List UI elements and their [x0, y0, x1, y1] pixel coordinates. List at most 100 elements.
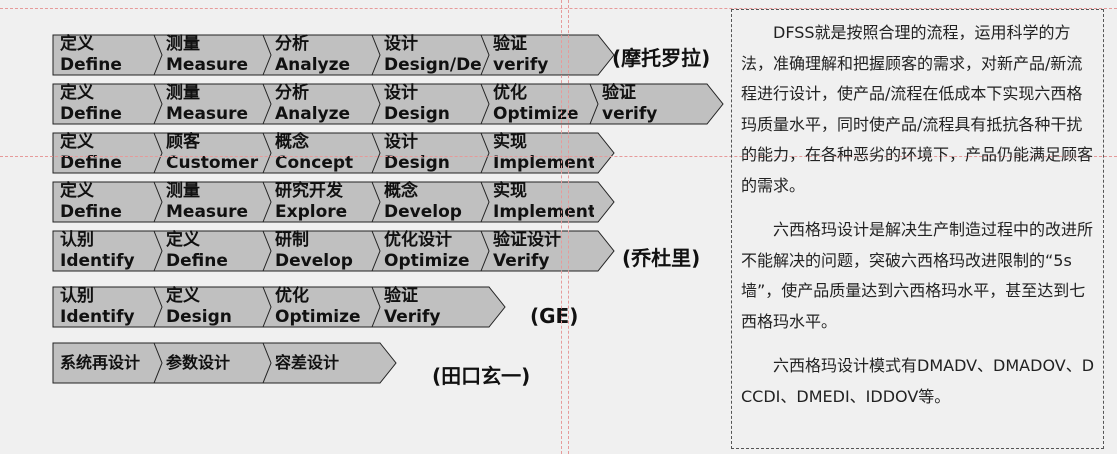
step-label-cn: 认别	[60, 286, 94, 306]
chevron-divider	[480, 181, 490, 223]
step-label-en: Design	[384, 153, 450, 173]
step-label-cn: 测量	[166, 181, 200, 201]
step-label-en: Design	[166, 307, 232, 327]
step-label-en: verify	[602, 104, 658, 124]
step-label-cn: 优化	[275, 286, 309, 306]
chevron-divider	[480, 83, 490, 125]
step-label-cn: 研制	[275, 230, 309, 250]
step-label-cn: 系统再设计	[60, 353, 141, 372]
chevron-divider	[153, 34, 163, 76]
chevron-row-6	[52, 286, 506, 328]
step-label-cn: 优化设计	[384, 230, 452, 250]
step-label-en: verify	[493, 55, 549, 75]
step-label-en: Identify	[60, 307, 135, 327]
chevron-divider	[153, 181, 163, 223]
step-label-cn: 认别	[60, 230, 94, 250]
chevron-divider	[371, 230, 381, 272]
step-label-en: Explore	[275, 202, 348, 222]
step-label-en: Verify	[493, 251, 550, 271]
org-label: (乔杜里)	[622, 246, 701, 270]
step-label-cn: 参数设计	[166, 353, 231, 372]
org-label: (田口玄一)	[432, 364, 531, 388]
step-label-cn: 优化	[493, 83, 527, 103]
description-paragraph-3: 六西格玛设计模式有DMADV、DMADOV、DCCDI、DMEDI、IDDOV等…	[741, 356, 1095, 406]
chevron-divider	[262, 230, 272, 272]
step-label-cn: 测量	[166, 83, 200, 103]
step-label-cn: 验证设计	[493, 230, 561, 250]
guide-line-vertical-right	[568, 0, 569, 454]
chevron-row-5	[52, 230, 615, 272]
chevron-divider	[371, 181, 381, 223]
chevron-divider	[153, 286, 163, 328]
description-paragraph-2: 六西格玛设计是解决生产制造过程中的改进所不能解决的问题，突破六西格玛改进限制的“…	[741, 220, 1094, 331]
step-label-cn: 设计	[384, 132, 418, 152]
step-label-en: Measure	[166, 55, 249, 75]
step-label-cn: 定义	[60, 83, 94, 103]
guide-line-vertical-left	[561, 0, 562, 454]
chevron-divider	[480, 34, 490, 76]
step-7-3: 容差设计	[275, 353, 376, 373]
step-label-cn: 验证	[384, 286, 418, 306]
step-label-en: Define	[60, 153, 122, 173]
step-label-en: Optimize	[384, 251, 470, 271]
step-7-2: 参数设计	[166, 353, 267, 373]
chevron-divider	[262, 83, 272, 125]
guide-line-horizontal-top	[0, 8, 1117, 9]
step-label-cn: 概念	[384, 181, 418, 201]
chevron-divider	[262, 286, 272, 328]
step-label-en: Concept	[275, 153, 354, 173]
step-label-cn: 概念	[275, 132, 309, 152]
org-label: (摩托罗拉)	[612, 46, 711, 70]
step-label-cn: 实现	[493, 132, 527, 152]
chevron-divider	[262, 34, 272, 76]
step-label-cn: 实现	[493, 181, 527, 201]
chevron-divider	[262, 342, 272, 384]
step-label-cn: 定义	[60, 181, 94, 201]
step-label-cn: 容差设计	[275, 353, 340, 372]
step-label-cn: 研究开发	[275, 181, 343, 201]
chevron-divider	[153, 132, 163, 174]
chevron-row-4	[52, 181, 615, 223]
step-label-en: Optimize	[275, 307, 361, 327]
step-label-cn: 定义	[60, 34, 94, 54]
step-label-en: Customer	[166, 153, 259, 173]
step-label-cn: 分析	[275, 34, 309, 54]
guide-line-horizontal-middle	[0, 156, 1117, 157]
description-textbox[interactable]: DFSS就是按照合理的流程，运用科学的方法，准确理解和把握顾客的需求，对新产品/…	[731, 9, 1104, 449]
chevron-divider	[371, 83, 381, 125]
step-label-cn: 定义	[166, 286, 200, 306]
chevron-row-2	[52, 83, 724, 125]
step-label-cn: 定义	[60, 132, 94, 152]
chevron-row-7	[52, 342, 397, 384]
step-label-en: Design	[384, 104, 450, 124]
chevron-row-1	[52, 34, 615, 76]
step-label-cn: 验证	[493, 34, 527, 54]
step-label-cn: 分析	[275, 83, 309, 103]
step-label-en: Develop	[384, 202, 462, 222]
org-label: (GE)	[530, 304, 579, 328]
description-paragraph-1: DFSS就是按照合理的流程，运用科学的方法，准确理解和把握顾客的需求，对新产品/…	[741, 23, 1094, 195]
step-label-cn: 定义	[166, 230, 200, 250]
